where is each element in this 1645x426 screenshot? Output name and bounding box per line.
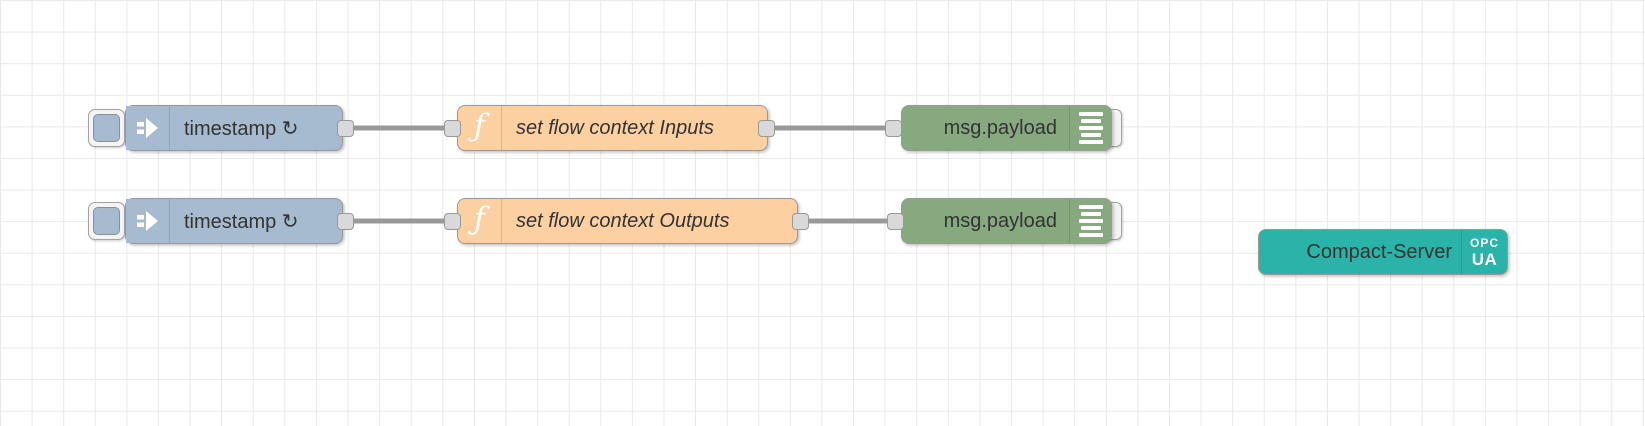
input-port[interactable] <box>443 212 461 230</box>
inject-button-pad <box>93 207 120 235</box>
input-port[interactable] <box>443 119 461 137</box>
node-debug-2[interactable]: msg.payload <box>901 198 1112 244</box>
node-label: timestamp ↻ <box>184 117 299 140</box>
inject-icon <box>126 199 170 243</box>
function-icon: ƒ <box>458 106 502 150</box>
node-label: timestamp ↻ <box>184 210 299 233</box>
output-port[interactable] <box>757 119 775 137</box>
output-port[interactable] <box>791 212 809 230</box>
node-inject-1[interactable]: timestamp ↻ <box>125 105 343 151</box>
inject-icon <box>126 106 170 150</box>
node-function-2[interactable]: ƒ set flow context Outputs <box>457 198 798 244</box>
function-icon: ƒ <box>458 199 502 243</box>
inject-button[interactable] <box>88 109 125 147</box>
output-port[interactable] <box>336 119 354 137</box>
input-port[interactable] <box>886 212 904 230</box>
node-function-1[interactable]: ƒ set flow context Inputs <box>457 105 768 151</box>
output-port[interactable] <box>336 212 354 230</box>
node-label: msg.payload <box>943 116 1057 139</box>
node-label: msg.payload <box>943 209 1057 232</box>
node-inject-2[interactable]: timestamp ↻ <box>125 198 343 244</box>
inject-button-pad <box>93 114 120 142</box>
inject-button[interactable] <box>88 202 125 240</box>
debug-icon <box>1069 106 1111 150</box>
opcua-icon: OPC UA <box>1461 230 1507 274</box>
node-label: Compact-Server <box>1306 240 1452 263</box>
node-debug-1[interactable]: msg.payload <box>901 105 1112 151</box>
node-opcua-compact-server[interactable]: Compact-Server OPC UA <box>1258 229 1508 275</box>
node-label: set flow context Inputs <box>516 116 714 139</box>
input-port[interactable] <box>884 119 902 137</box>
node-label: set flow context Outputs <box>516 209 730 232</box>
debug-icon <box>1069 199 1111 243</box>
